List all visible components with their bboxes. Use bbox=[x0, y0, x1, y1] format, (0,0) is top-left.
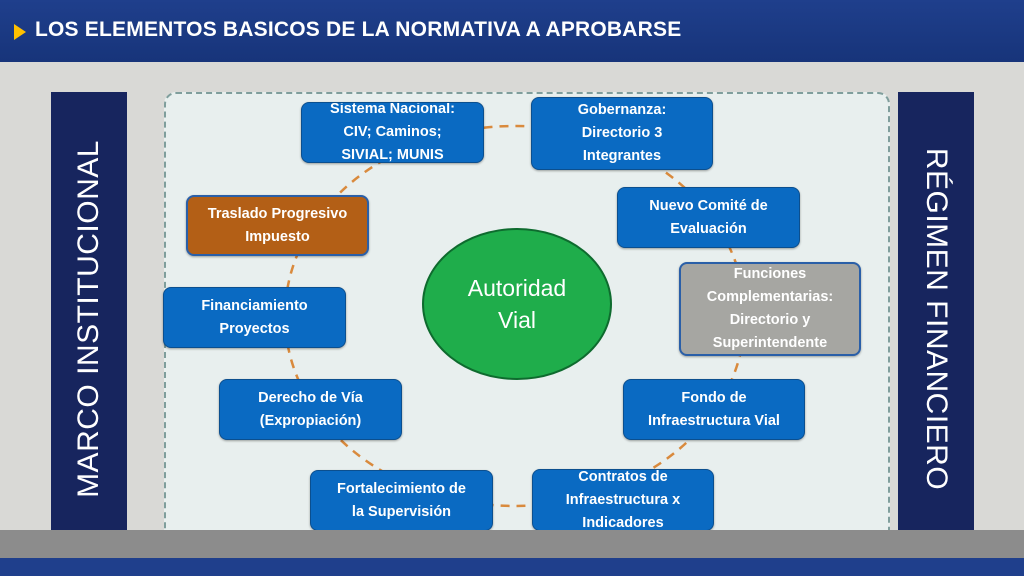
box-line: Financiamiento bbox=[201, 297, 308, 314]
box-line: Gobernanza: bbox=[577, 102, 667, 118]
box-line: Nuevo Comité de bbox=[649, 197, 768, 214]
traslado-progresivo-box: Traslado Progresivo Impuesto bbox=[186, 195, 369, 256]
box-line: Indicadores bbox=[582, 514, 664, 531]
box-line: Infraestructura Vial bbox=[648, 412, 780, 429]
bullet-arrow-icon bbox=[14, 24, 26, 40]
box-line: la Supervisión bbox=[351, 503, 452, 520]
box-line: Complementarias: bbox=[706, 289, 834, 305]
center-line-2: Vial bbox=[498, 307, 536, 333]
box-line: Sistema Nacional: bbox=[330, 102, 455, 117]
derecho-de-via-box: Derecho de Vía (Expropiación) bbox=[219, 379, 402, 440]
fortalecimiento-supervision-box: Fortalecimiento de la Supervisión bbox=[310, 470, 493, 531]
box-line: Directorio 3 bbox=[581, 125, 663, 141]
box-line: Contratos de bbox=[578, 469, 668, 485]
box-line: Traslado Progresivo bbox=[207, 205, 348, 222]
title-bar: LOS ELEMENTOS BASICOS DE LA NORMATIVA A … bbox=[0, 0, 1024, 62]
gobernanza-box: Gobernanza: Directorio 3 Integrantes bbox=[531, 97, 713, 170]
marco-institucional-label: MARCO INSTITUCIONAL bbox=[72, 140, 105, 498]
box-line: Infraestructura x bbox=[565, 491, 681, 508]
funciones-complementarias-box: Funciones Complementarias: Directorio y … bbox=[679, 262, 861, 356]
box-line: Proyectos bbox=[219, 320, 290, 337]
box-line: Funciones bbox=[733, 266, 807, 282]
box-line: CIV; Caminos; bbox=[343, 124, 442, 140]
footer-gray-band bbox=[0, 530, 1024, 558]
nuevo-comite-box: Nuevo Comité de Evaluación bbox=[617, 187, 800, 248]
box-line: Impuesto bbox=[245, 228, 310, 245]
contratos-infraestructura-box: Contratos de Infraestructura x Indicador… bbox=[532, 469, 714, 531]
box-line: SIVIAL; MUNIS bbox=[341, 147, 444, 163]
box-line: Directorio y bbox=[729, 312, 811, 328]
sistema-nacional-box: Sistema Nacional: CIV; Caminos; SIVIAL; … bbox=[301, 102, 484, 163]
autoridad-vial-node: Autoridad Vial bbox=[422, 228, 612, 380]
regimen-financiero-bar: RÉGIMEN FINANCIERO bbox=[898, 92, 974, 546]
footer-blue-band bbox=[0, 558, 1024, 576]
box-line: Fondo de bbox=[681, 389, 747, 406]
financiamiento-proyectos-box: Financiamiento Proyectos bbox=[163, 287, 346, 348]
box-line: Superintendente bbox=[712, 335, 828, 351]
center-line-1: Autoridad bbox=[467, 275, 567, 301]
page-title: LOS ELEMENTOS BASICOS DE LA NORMATIVA A … bbox=[35, 18, 682, 41]
marco-institucional-bar: MARCO INSTITUCIONAL bbox=[51, 92, 127, 546]
box-line: Derecho de Vía bbox=[258, 389, 363, 406]
box-line: (Expropiación) bbox=[259, 412, 362, 429]
box-line: Integrantes bbox=[582, 148, 662, 164]
box-line: Evaluación bbox=[670, 220, 747, 237]
fondo-infraestructura-box: Fondo de Infraestructura Vial bbox=[623, 379, 805, 440]
regimen-financiero-label: RÉGIMEN FINANCIERO bbox=[920, 147, 953, 491]
box-line: Fortalecimiento de bbox=[337, 480, 466, 497]
